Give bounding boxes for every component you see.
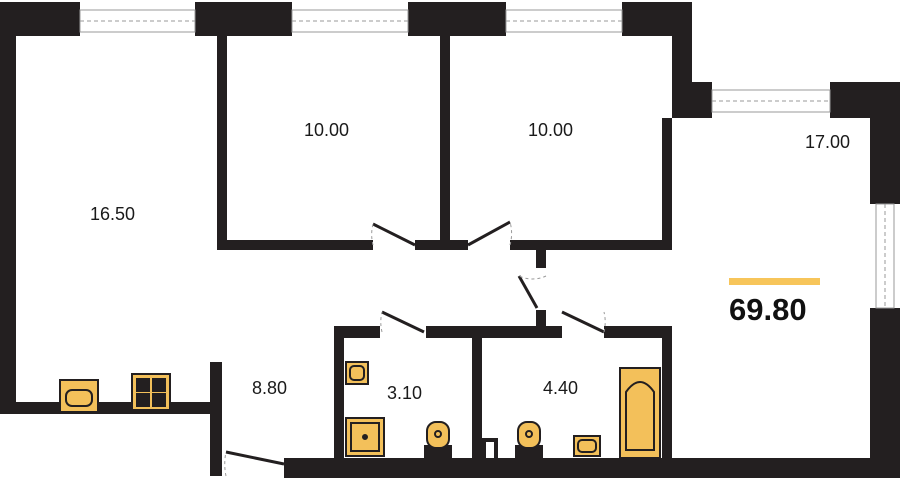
windows [79, 9, 895, 309]
room-area-wc: 3.10 [387, 383, 423, 403]
shower-tray-icon [345, 417, 385, 457]
room-area-bathroom: 4.40 [543, 378, 579, 398]
room-area-hallway: 8.80 [252, 378, 288, 398]
kitchen-sink-icon [59, 379, 99, 413]
room-area-living-room: 16.50 [90, 204, 136, 224]
door-swings [224, 221, 606, 477]
room-area-bedroom-2: 10.00 [528, 120, 574, 140]
bath-sink-icon [573, 435, 601, 457]
total-area: 69.80 [729, 292, 807, 327]
doors [225, 220, 605, 466]
total-area-accent-bar [729, 278, 820, 285]
fixtures [59, 361, 661, 459]
bath-toilet-icon [515, 421, 543, 459]
bathtub-icon [619, 367, 661, 459]
room-area-bedroom-1: 10.00 [304, 120, 350, 140]
stove-icon [131, 373, 171, 411]
wc-toilet-icon [424, 421, 452, 459]
room-area-kitchen-living: 17.00 [805, 132, 851, 152]
wc-sink-icon [345, 361, 369, 385]
